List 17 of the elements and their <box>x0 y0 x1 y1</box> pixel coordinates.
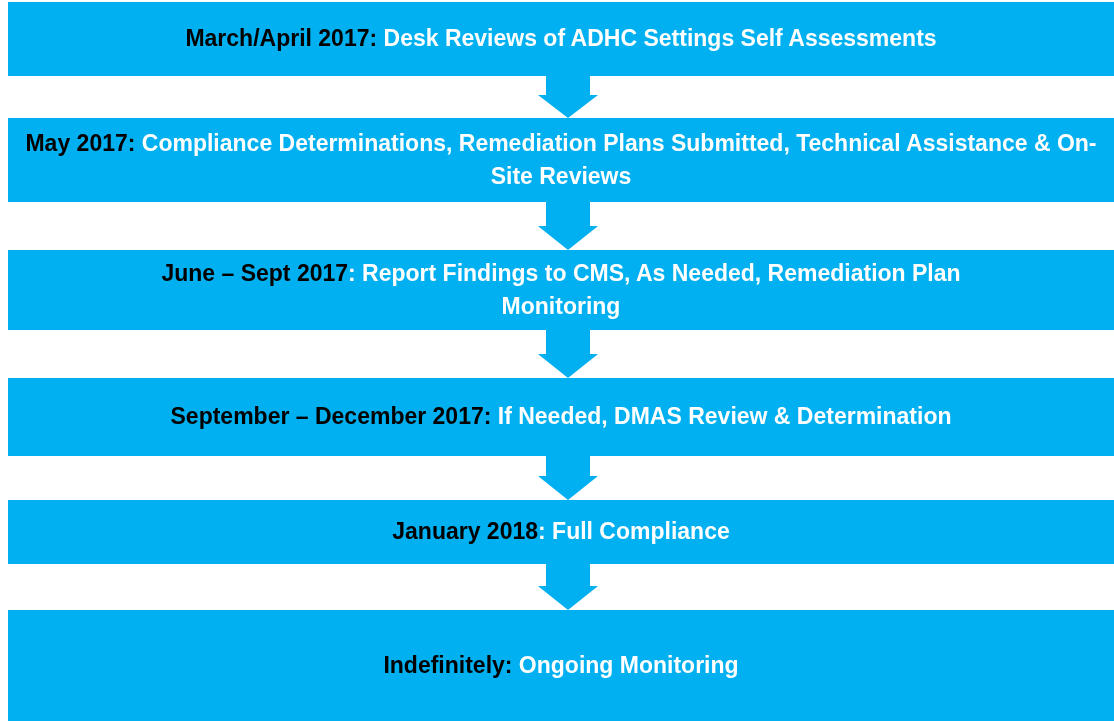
timeline-box <box>8 500 1114 564</box>
timeline-box <box>8 118 1114 202</box>
block-arrow <box>538 564 598 610</box>
timeline-text: May 2017: Compliance Determinations, Remediation Plans Submitted, Technical Assistance & On-Site Reviews <box>24 128 1098 191</box>
timeline-text: March/April 2017: Desk Reviews of ADHC Settings Self Assessments <box>185 24 937 54</box>
block-arrow <box>538 202 598 250</box>
timeline-text: June – Sept 2017: Report Findings to CMS, As Needed, Remediation Plan Monitoring <box>160 258 962 321</box>
block-arrow <box>538 456 598 500</box>
timeline-text: Indefinitely: Ongoing Monitoring <box>383 650 739 680</box>
block-arrow <box>538 76 598 118</box>
timeline-box <box>8 610 1114 721</box>
timeline-text: January 2018: Full Compliance <box>392 517 730 547</box>
timeline-box <box>8 378 1114 456</box>
block-arrow <box>538 330 598 378</box>
timeline-text: September – December 2017: If Needed, DMAS Review & Determination <box>170 402 952 432</box>
timeline-box <box>8 2 1114 76</box>
timeline-box <box>8 250 1114 330</box>
